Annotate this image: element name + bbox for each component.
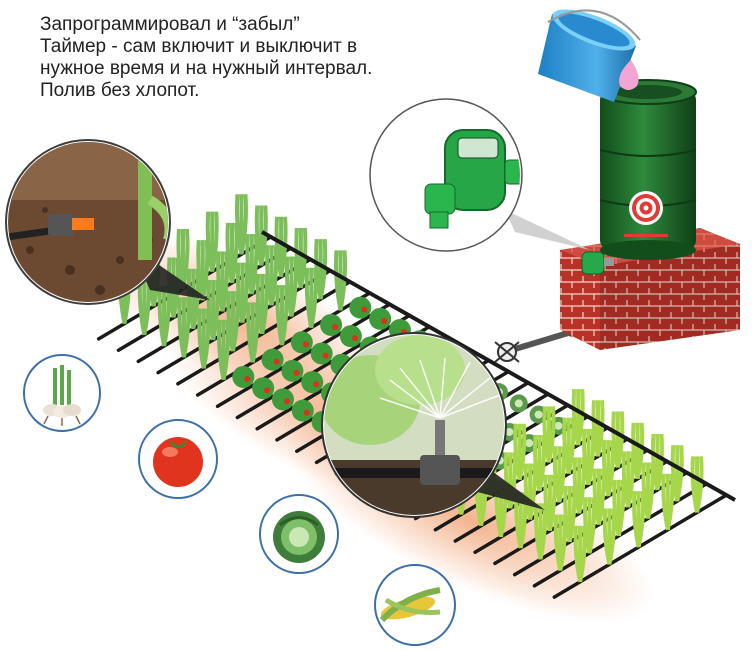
plant-corn	[571, 388, 585, 446]
plant-tomato	[281, 359, 304, 382]
plant-corn	[632, 490, 646, 548]
plant-corn	[591, 400, 605, 457]
plant-onion	[304, 267, 318, 329]
plant-corn	[621, 451, 635, 508]
plant-onion	[275, 284, 289, 346]
plant-corn	[563, 485, 577, 543]
plant-corn	[583, 497, 597, 554]
plant-onion	[157, 285, 171, 347]
plant-corn	[670, 445, 684, 502]
plant-cabbage	[509, 394, 528, 413]
tomato-icon	[153, 437, 203, 487]
corn-badge	[374, 564, 456, 646]
plant-corn	[533, 503, 547, 560]
plant-corn	[592, 468, 606, 526]
sprinkler-closeup	[321, 332, 507, 518]
plant-tomato	[232, 365, 255, 388]
plant-onion	[246, 302, 260, 363]
cabbage-badge	[259, 494, 339, 574]
plant-corn	[582, 428, 596, 486]
plant-tomato	[261, 348, 284, 371]
caption-line-3: нужное время и на нужный интервал.	[40, 58, 373, 79]
plant-corn	[661, 473, 675, 531]
plant-corn	[543, 474, 557, 532]
drip-line	[215, 302, 392, 409]
plant-tomato	[320, 313, 343, 336]
plant-tomato	[290, 331, 313, 354]
plant-corn	[553, 514, 567, 571]
filter-icon	[494, 341, 520, 363]
plant-tomato	[339, 325, 362, 348]
bucket-icon	[538, 9, 641, 102]
plant-corn	[602, 508, 616, 565]
onion-badge	[23, 354, 101, 432]
plant-corn	[631, 422, 645, 480]
caption-line-2: Таймер - сам включит и выключит в	[40, 36, 358, 57]
plant-corn	[611, 411, 625, 468]
caption: Запрограммировал и “забыл” Таймер - сам …	[40, 14, 480, 102]
plant-onion	[177, 297, 191, 358]
plant-tomato	[252, 377, 275, 400]
caption-line-4: Полив без хлопот.	[40, 80, 200, 101]
plant-corn	[572, 457, 586, 514]
plant-tomato	[349, 296, 372, 319]
water-barrel-icon	[599, 79, 697, 260]
plant-corn	[533, 434, 547, 492]
plant-corn	[523, 463, 537, 520]
plant-tomato	[301, 371, 324, 394]
plant-corn	[503, 452, 517, 509]
drip-line	[235, 313, 412, 420]
plant-corn	[552, 446, 566, 503]
plant-tomato	[291, 399, 314, 422]
timer-closeup	[369, 98, 523, 252]
plant-corn	[690, 456, 704, 513]
plant-corn	[612, 479, 626, 537]
plant-onion	[217, 319, 231, 381]
plant-tomato	[369, 307, 392, 330]
plant-corn	[650, 433, 664, 491]
barrel-timer-icon	[581, 251, 614, 275]
plant-corn	[513, 423, 527, 481]
caption-line-1: Запрограммировал и “забыл”	[40, 14, 300, 35]
plant-tomato	[310, 342, 333, 365]
tomato-badge	[138, 419, 218, 499]
plant-corn	[562, 417, 576, 475]
onion-icon	[43, 365, 81, 426]
cabbage-icon	[273, 511, 325, 563]
plant-corn	[542, 406, 556, 463]
corn-icon	[379, 587, 441, 623]
target-logo-icon	[624, 191, 668, 237]
plant-corn	[641, 462, 655, 519]
plant-onion	[197, 308, 211, 369]
plant-corn	[573, 525, 587, 583]
plant-corn	[601, 439, 615, 497]
dripper-closeup	[5, 139, 171, 305]
plant-tomato	[271, 388, 294, 411]
water-drop-icon	[619, 60, 639, 90]
